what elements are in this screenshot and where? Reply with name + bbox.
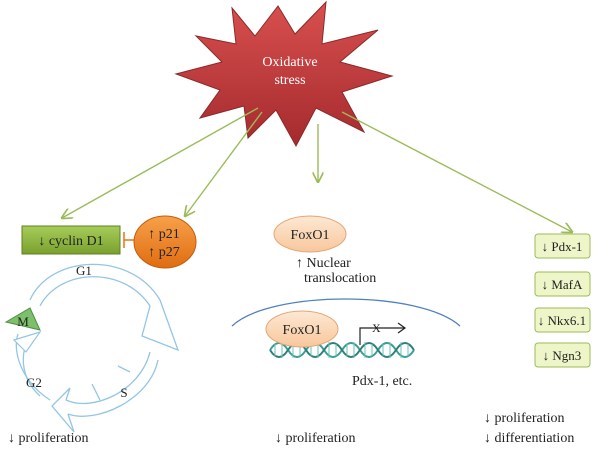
nuclear-translocation-line2: translocation: [304, 271, 376, 286]
cycle-arc-g1: [29, 263, 161, 301]
transcription-block-mark: X: [372, 321, 381, 335]
cycle-arc-s: [65, 351, 151, 405]
cyclin-d1-box: [21, 225, 121, 255]
right-outcome-differentiation: ↓ differentiation: [484, 431, 574, 446]
right-outcome-proliferation: ↓ proliferation: [484, 411, 564, 426]
factor-nkx61: ↓ Nkx6.1: [538, 313, 586, 328]
arrow-to-cell-cycle: [185, 111, 263, 216]
factor-box-3: ↓ Nkx6.1: [534, 307, 591, 333]
phase-m: M: [17, 314, 29, 329]
foxo1-ellipse-top: [273, 215, 347, 253]
foxo1-ellipse-nucleus: [265, 310, 339, 348]
nuclear-translocation-line1: ↑ Nuclear: [296, 256, 351, 271]
stress-label-line1: Oxidative: [262, 55, 317, 70]
middle-outcome: ↓ proliferation: [275, 431, 355, 446]
foxo1-nucleus-label: FoxO1: [283, 323, 322, 338]
arrow-to-cyclin: [62, 107, 259, 218]
arrow-to-factors: [341, 111, 572, 232]
factor-pdx1: ↓ Pdx-1: [542, 239, 583, 254]
m-phase-wedge: [4, 307, 41, 331]
factor-box-2: ↓ MafA: [534, 271, 591, 297]
stress-label-line2: stress: [274, 73, 305, 88]
phase-g2: G2: [26, 375, 42, 390]
cyclin-d1-label: ↓ cyclin D1: [38, 234, 103, 249]
p21-label: ↑ p21: [148, 227, 180, 242]
phase-g1: G1: [76, 263, 92, 278]
factor-mafa: ↓ MafA: [542, 277, 583, 292]
nuclear-membrane: [231, 298, 461, 327]
factor-box-1: ↓ Pdx-1: [534, 233, 591, 259]
gene-label: Pdx-1, etc.: [352, 374, 412, 389]
p21-p27-ellipse: [133, 215, 197, 269]
phase-s: S: [120, 385, 127, 400]
cell-cycle: [15, 263, 180, 433]
transcription-arrow: [359, 327, 404, 345]
p27-label: ↑ p27: [148, 245, 180, 260]
factor-ngn3: ↓ Ngn3: [543, 348, 582, 363]
factor-box-4: ↓ Ngn3: [534, 342, 591, 368]
oxidative-stress-star: [174, 0, 394, 148]
left-outcome: ↓ proliferation: [8, 431, 88, 446]
foxo1-top-label: FoxO1: [291, 228, 330, 243]
